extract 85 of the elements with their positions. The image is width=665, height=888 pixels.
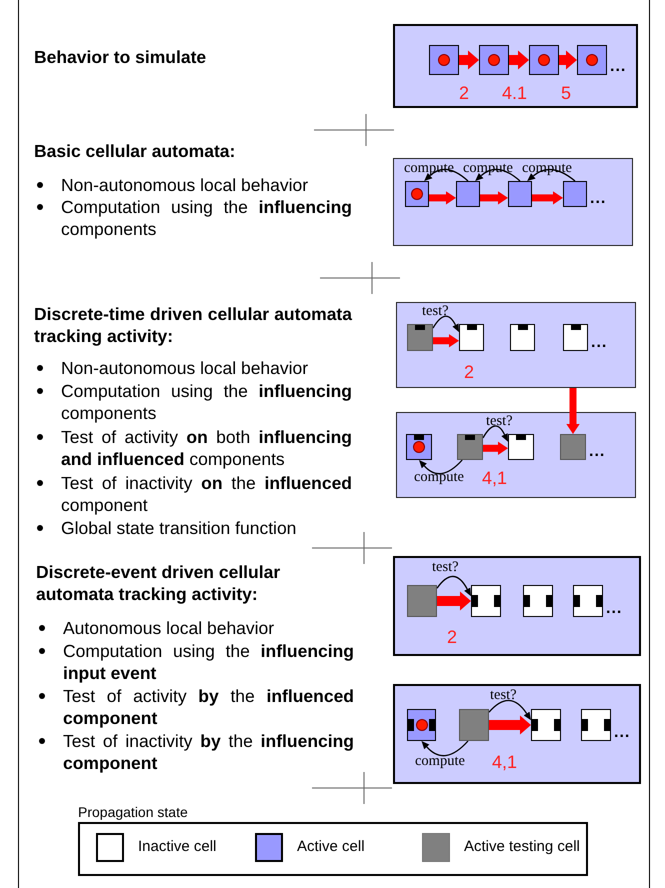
inactive-cell [581, 709, 611, 741]
step-number: 2 [464, 361, 474, 383]
testing-cell [457, 434, 483, 460]
active-cell [508, 181, 532, 207]
active-cell [577, 45, 607, 75]
edge-label: test? [422, 303, 449, 319]
panel [393, 158, 633, 246]
curved-arrow [482, 425, 508, 442]
edge-label: test? [490, 687, 517, 703]
bullet-item: Global state transition function [61, 517, 298, 539]
active-cell [479, 45, 509, 75]
bullet-item: Non-autonomous local behavior [61, 174, 310, 196]
curved-arrow [424, 168, 468, 182]
bullet-item: Autonomous local behavior [63, 617, 276, 639]
legend-title: Propagation state [78, 803, 188, 822]
curved-arrow [432, 316, 460, 332]
arrow [532, 191, 563, 205]
arrow [437, 592, 471, 610]
active-cell [563, 181, 587, 207]
inactive-cell [531, 709, 561, 741]
inactive-cell [523, 585, 553, 617]
arrow [559, 50, 577, 70]
arrow [429, 191, 456, 205]
testing-cell [407, 585, 437, 617]
testing-cell [560, 434, 586, 460]
ellipsis: ... [590, 191, 606, 207]
legend-label: Active cell [297, 837, 365, 857]
step-number: 2 [459, 82, 470, 104]
ellipsis: ... [614, 725, 630, 741]
ellipsis: ... [610, 59, 626, 75]
panel [396, 412, 636, 498]
arrow [509, 50, 529, 70]
curved-arrow [526, 168, 576, 182]
ellipsis: ... [606, 601, 622, 617]
curved-arrow [474, 168, 520, 182]
arrow [483, 442, 508, 455]
ellipsis: ... [591, 335, 608, 351]
step-number: 2 [447, 626, 458, 648]
arrow [489, 716, 531, 734]
heading: Basic cellular automata: [34, 140, 236, 162]
edge-label: test? [486, 413, 513, 429]
step-number: 4,1 [492, 751, 518, 773]
heading: Discrete-event driven cellular automata tracking activity: [36, 561, 282, 605]
legend-label: Inactive cell [138, 837, 216, 857]
inactive-cell [471, 585, 501, 617]
panel [396, 302, 636, 388]
arrow [459, 50, 479, 70]
arrow [566, 388, 580, 434]
curved-arrow [421, 740, 468, 756]
inactive-cell [510, 324, 535, 351]
active-cell [456, 181, 480, 207]
step-number: 4,1 [482, 467, 508, 489]
inactive-cell [563, 324, 588, 351]
panel [393, 24, 638, 108]
arrow [433, 334, 459, 348]
bullet-item: Non-autonomous local behavior [61, 357, 310, 379]
testing-cell [459, 709, 489, 741]
edge-label: compute [415, 753, 465, 769]
bullet-item: Test of inactivity by the influencing component [63, 730, 354, 774]
active-cell [429, 45, 459, 75]
bullet-item: Computation using the influencing components [61, 196, 352, 240]
arrow [480, 191, 508, 205]
panel [393, 684, 641, 784]
legend-label: Active testing cell [464, 837, 580, 857]
step-number: 5 [561, 82, 572, 104]
inactive-cell [459, 324, 484, 351]
testing-cell [407, 324, 433, 351]
edge-label: compute [414, 469, 464, 485]
heading: Discrete-time driven cellular automata tracking activity: [34, 303, 352, 347]
edge-label: test? [432, 559, 459, 575]
active-cell [406, 434, 432, 460]
active-cell [407, 709, 436, 741]
inactive-cell [508, 434, 534, 460]
curved-arrow [488, 700, 532, 720]
edge-label: compute [404, 160, 454, 176]
active-cell [405, 181, 429, 207]
bullet-item: Test of inactivity on the influenced component [61, 472, 352, 516]
panel [393, 556, 641, 656]
heading: Behavior to simulate [34, 46, 208, 68]
inactive-cell [573, 585, 603, 617]
active-cell [529, 45, 559, 75]
curved-arrow [418, 460, 463, 474]
ellipsis: ... [589, 444, 606, 460]
curved-arrow [436, 576, 472, 596]
step-number: 4.1 [502, 82, 528, 104]
